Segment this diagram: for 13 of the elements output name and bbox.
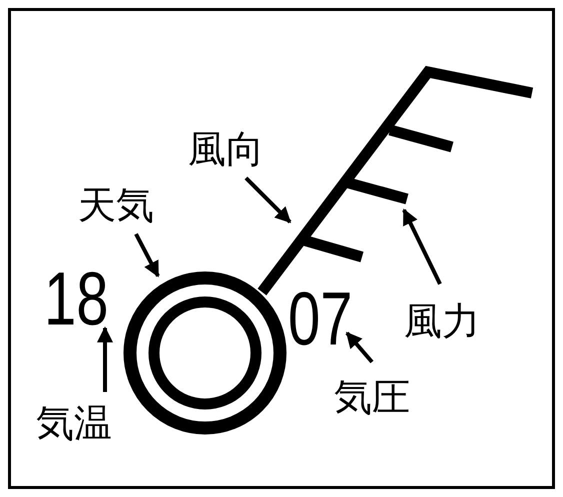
station-value: 18 — [44, 262, 109, 338]
element-label: 風力 — [404, 302, 480, 340]
leader-arrow — [345, 332, 374, 364]
element-label: 風向 — [188, 130, 264, 168]
station-value: 07 — [288, 282, 353, 358]
element-label: 気温 — [36, 404, 112, 442]
station-circle — [124, 272, 286, 434]
leader-arrow — [134, 233, 160, 278]
leader-arrow — [97, 326, 113, 392]
element-label: 気圧 — [334, 378, 410, 416]
leader-arrow — [402, 208, 442, 285]
leader-arrow — [244, 176, 292, 224]
element-label: 天気 — [78, 186, 154, 224]
